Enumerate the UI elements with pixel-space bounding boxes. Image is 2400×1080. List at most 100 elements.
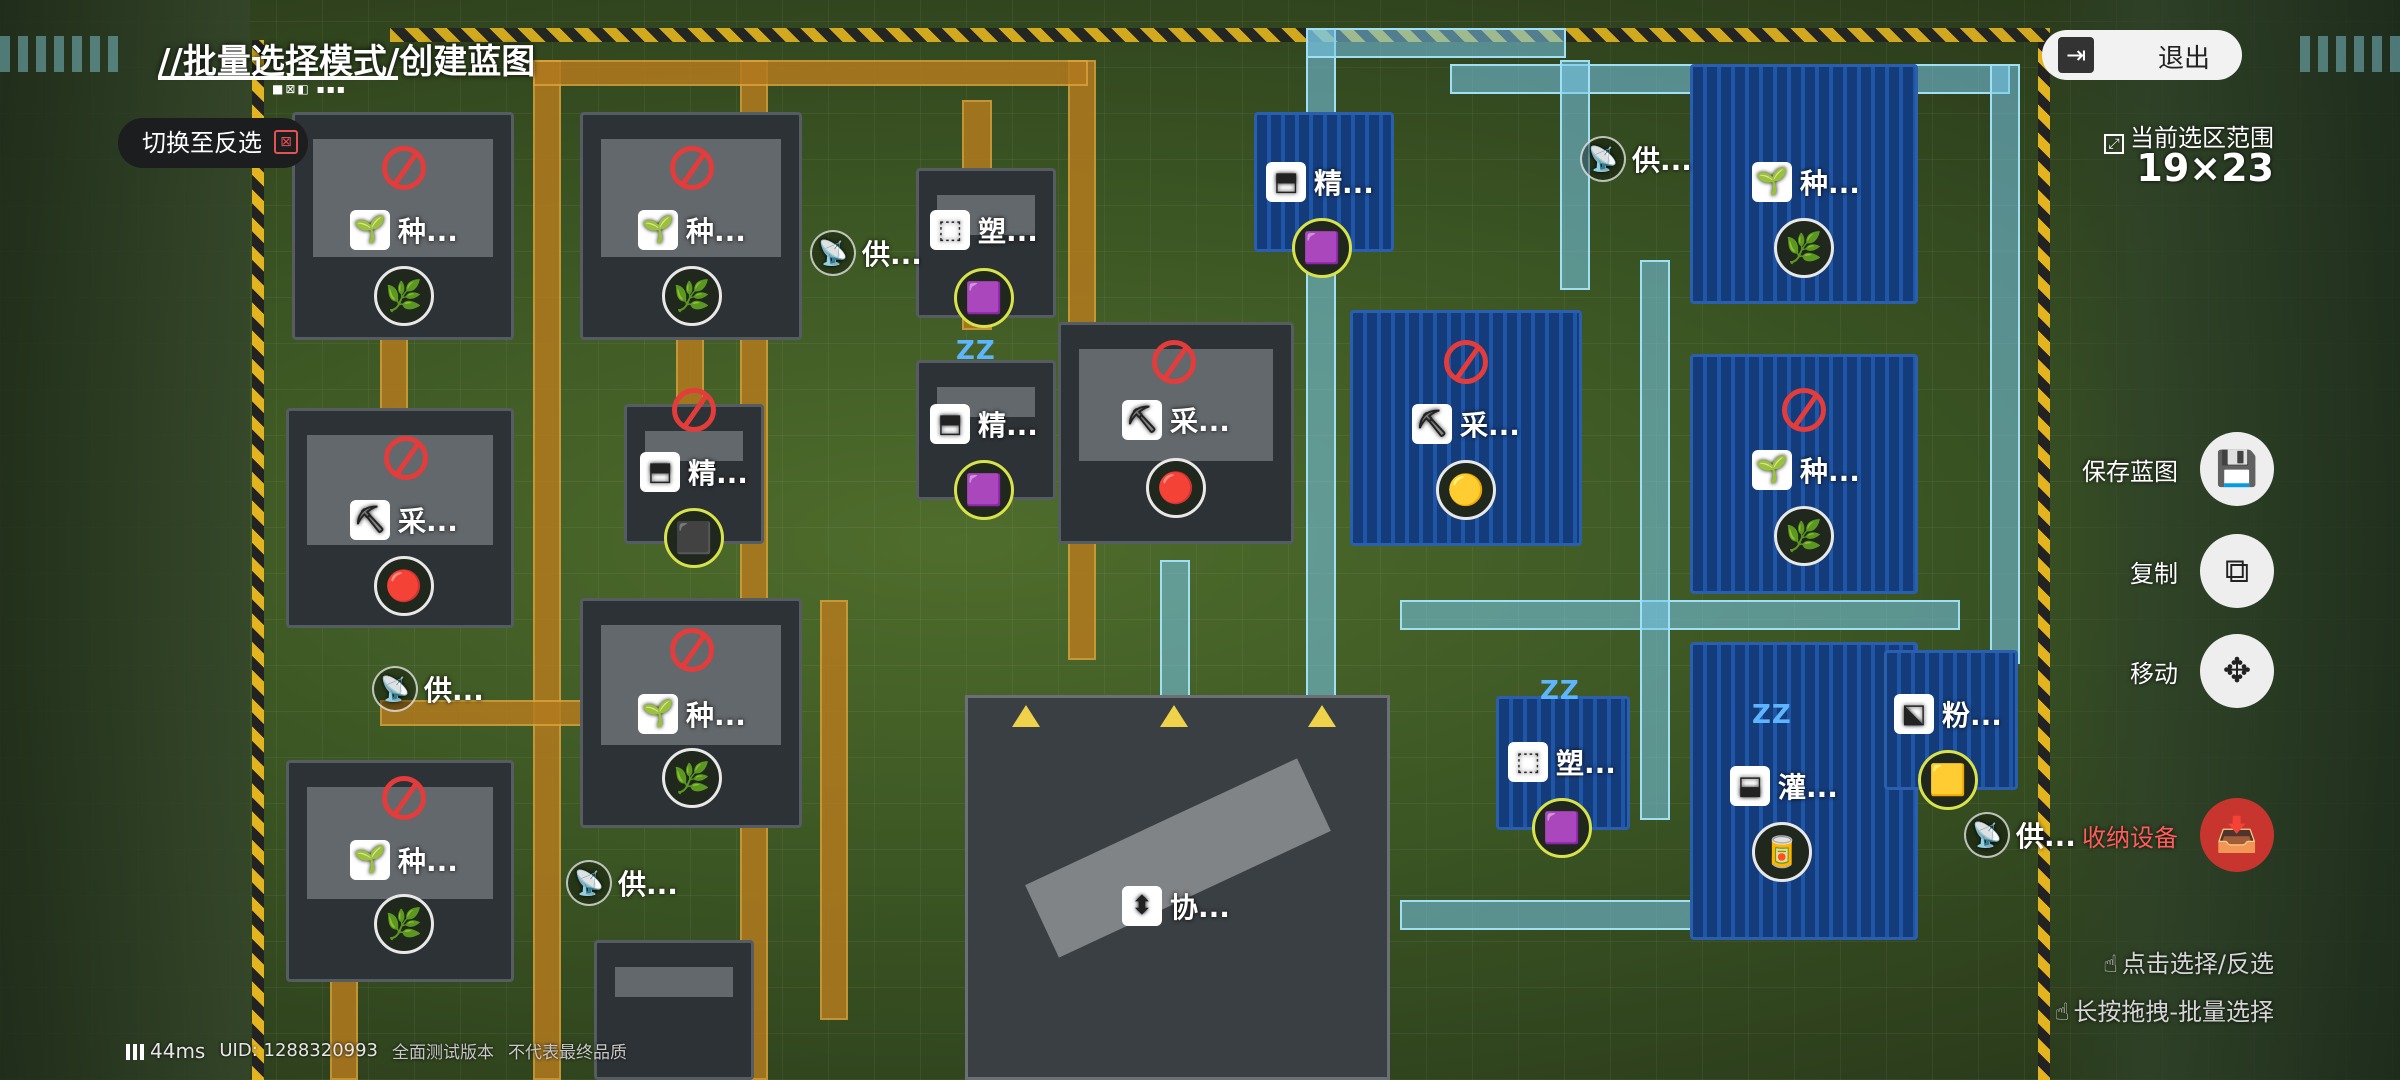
- power-pylon[interactable]: 📡供...: [1964, 812, 2076, 858]
- store-icon[interactable]: 📥: [2200, 798, 2274, 872]
- disabled-icon: [1444, 340, 1488, 384]
- planter-icon: 🌱: [638, 210, 678, 250]
- planter-building[interactable]: [580, 112, 802, 340]
- antenna-icon: 📡: [1580, 136, 1626, 182]
- building-label: ⬚塑...: [930, 210, 1038, 250]
- molder-icon: ⬚: [930, 210, 970, 250]
- power-pylon[interactable]: 📡供...: [810, 230, 922, 276]
- conveyor-belt[interactable]: [1640, 260, 1670, 820]
- toggle-invert-label: 切换至反选: [142, 129, 262, 157]
- product-icon: 🌿: [374, 266, 434, 326]
- conveyor-belt[interactable]: [533, 60, 1088, 86]
- quality-disclaimer: 不代表最终品质: [508, 1043, 628, 1063]
- exit-button[interactable]: ⇥ 退出: [2042, 30, 2242, 80]
- disabled-icon: [382, 776, 426, 820]
- product-icon: 🟪: [954, 460, 1014, 520]
- planter-icon: 🌱: [350, 210, 390, 250]
- conveyor-belt[interactable]: [820, 600, 848, 1020]
- zone-boundary-right: [2038, 40, 2050, 1080]
- product-icon: 🟪: [1532, 798, 1592, 858]
- building-label: ⛏采...: [1122, 400, 1230, 440]
- title-decoration: ■⊠◧ ▪▪▪: [272, 82, 347, 96]
- conveyor-belt[interactable]: [1160, 560, 1190, 700]
- copy-action[interactable]: 复制 ⧉: [2130, 534, 2274, 608]
- selection-range-label: ⤢当前选区范围: [2104, 118, 2274, 154]
- product-icon: 🟪: [954, 268, 1014, 328]
- building-label: ⬍协...: [1122, 886, 1230, 926]
- building-label: ⛏采...: [1412, 404, 1520, 444]
- protocol-core-building[interactable]: [965, 695, 1390, 1080]
- filler-icon: ⬓: [1730, 766, 1770, 806]
- test-build-note: 全面测试版本: [392, 1043, 495, 1063]
- planter-icon: 🌱: [350, 840, 390, 880]
- store-device-action[interactable]: 收纳设备 📥: [2082, 798, 2274, 872]
- tap-icon: ☝: [2054, 998, 2070, 1026]
- disabled-icon: [382, 146, 426, 190]
- building-label: 🌱种...: [350, 210, 458, 250]
- resize-icon: ⤢: [2104, 134, 2124, 154]
- copy-label: 复制: [2130, 559, 2178, 588]
- toggle-invert-selection-button[interactable]: 切换至反选 ⊠: [118, 118, 308, 168]
- power-pylon[interactable]: 📡供...: [372, 666, 484, 712]
- save-icon[interactable]: 💾: [2200, 432, 2274, 506]
- building-label: 🌱种...: [350, 840, 458, 880]
- planter-icon: 🌱: [1752, 450, 1792, 490]
- warning-triangle-icon: [1160, 705, 1188, 727]
- page-title: //批量选择模式/创建蓝图: [158, 42, 536, 82]
- hint-drag-select: ☝长按拖拽-批量选择: [2054, 998, 2274, 1026]
- map-edge-left: [0, 0, 250, 1080]
- power-pylon[interactable]: 📡供...: [566, 860, 678, 906]
- building-label: ⬒精...: [640, 452, 748, 492]
- tap-icon: ☝: [2103, 950, 2118, 978]
- building-label: ⬒精...: [1266, 162, 1374, 202]
- filler-building[interactable]: [1690, 642, 1918, 940]
- move-icon[interactable]: ✥: [2200, 634, 2274, 708]
- zone-boundary-left: [252, 40, 264, 1080]
- invert-selection-icon: ⊠: [274, 130, 298, 154]
- conveyor-belt[interactable]: [533, 60, 561, 1080]
- disabled-icon: [670, 628, 714, 672]
- miner-icon: ⛏: [1122, 400, 1162, 440]
- uid-text: UID: 1288320993: [219, 1040, 379, 1061]
- antenna-icon: 📡: [1964, 812, 2010, 858]
- antenna-icon: 📡: [372, 666, 418, 712]
- save-blueprint-label: 保存蓝图: [2082, 457, 2178, 486]
- product-icon: 🟪: [1292, 218, 1352, 278]
- building-label: ⬕粉...: [1894, 694, 2002, 734]
- disabled-icon: [384, 436, 428, 480]
- zone-boundary-top: [390, 28, 2050, 42]
- building-label: ⛏采...: [350, 500, 458, 540]
- conveyor-belt[interactable]: [1400, 600, 1960, 630]
- power-pylon[interactable]: 📡供...: [1580, 136, 1692, 182]
- building-label: ⬒精...: [930, 404, 1038, 444]
- product-icon: 🌿: [662, 748, 722, 808]
- sleep-icon: Z Z: [1540, 676, 1579, 706]
- antenna-icon: 📡: [810, 230, 856, 276]
- move-label: 移动: [2130, 659, 2178, 688]
- copy-icon[interactable]: ⧉: [2200, 534, 2274, 608]
- warning-triangle-icon: [1308, 705, 1336, 727]
- building-label: 🌱种...: [1752, 450, 1860, 490]
- planter-icon: 🌱: [1752, 162, 1792, 202]
- refiner-icon: ⬒: [640, 452, 680, 492]
- selection-range-value: 19×23: [2136, 146, 2274, 190]
- disabled-icon: [1152, 340, 1196, 384]
- product-icon: 🌿: [374, 894, 434, 954]
- planter-icon: 🌱: [638, 694, 678, 734]
- status-footer: 44ms UID: 1288320993 全面测试版本 不代表最终品质: [126, 1038, 627, 1063]
- conveyor-belt[interactable]: [1990, 64, 2020, 664]
- disabled-icon: [1782, 388, 1826, 432]
- building-label: ⬚塑...: [1508, 742, 1616, 782]
- disabled-icon: [670, 146, 714, 190]
- grinder-icon: ⬕: [1894, 694, 1934, 734]
- building-label: 🌱种...: [1752, 162, 1860, 202]
- building[interactable]: [594, 940, 754, 1080]
- product-icon: ⬛: [664, 508, 724, 568]
- conveyor-belt[interactable]: [1306, 28, 1566, 58]
- save-blueprint-action[interactable]: 保存蓝图 💾: [2082, 432, 2274, 506]
- move-action[interactable]: 移动 ✥: [2130, 634, 2274, 708]
- refiner-icon: ⬒: [1266, 162, 1306, 202]
- miner-icon: ⛏: [1412, 404, 1452, 444]
- hud-decoration: [0, 36, 120, 72]
